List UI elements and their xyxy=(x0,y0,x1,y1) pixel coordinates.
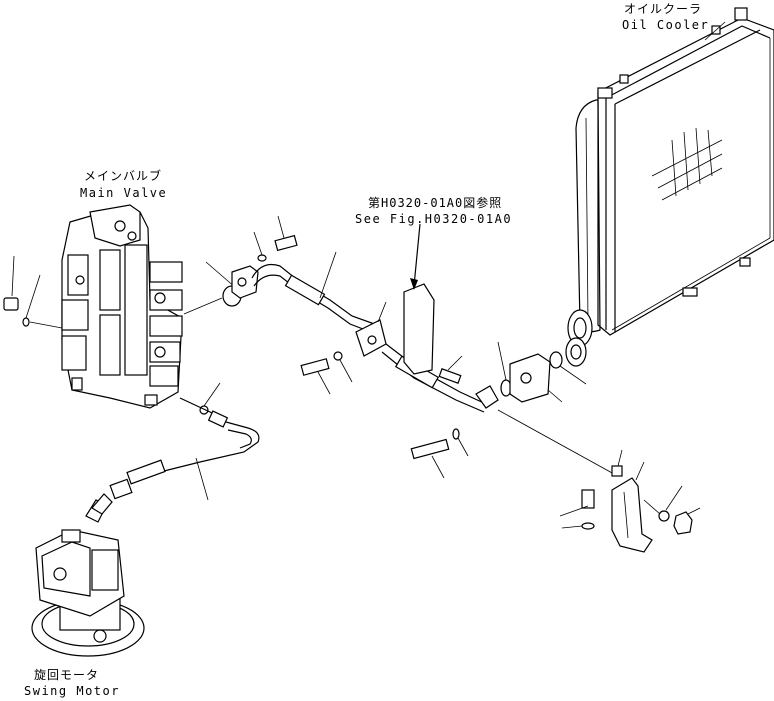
pipe-assembly xyxy=(231,215,615,479)
oil-cooler-label-en: Oil Cooler xyxy=(622,18,709,32)
main-valve xyxy=(61,204,183,409)
oil-cooler-label-jp: オイルクーラ xyxy=(624,2,702,16)
swing-hose xyxy=(85,397,260,523)
main-valve-label-en: Main Valve xyxy=(80,186,167,200)
mount-bracket xyxy=(559,449,701,553)
swing-motor xyxy=(31,529,145,657)
oil-cooler xyxy=(565,7,774,367)
swing-motor-label-jp: 旋回モータ xyxy=(34,668,99,682)
see-fig-label-jp: 第H0320-01A0図参照 xyxy=(368,195,502,210)
main-valve-label-jp: メインバルブ xyxy=(84,168,162,183)
swing-motor-label-en: Swing Motor xyxy=(24,684,120,698)
see-fig-label-en: See Fig.H0320-01A0 xyxy=(355,212,512,226)
